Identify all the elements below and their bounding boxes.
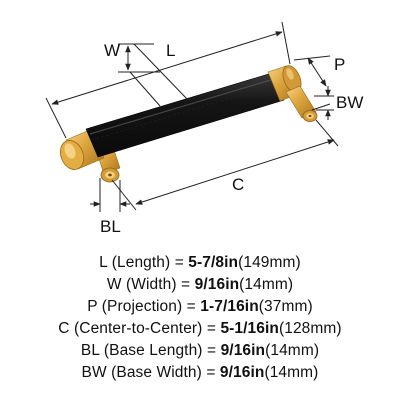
spec-line-base-width: BW (Base Width) = 9/16in(14mm)	[0, 362, 400, 384]
label-base-length: BL	[100, 217, 121, 236]
spec-desc: (Base Length)	[103, 342, 203, 359]
spec-line-projection: P (Projection) = 1-7/16in(37mm)	[0, 296, 400, 318]
length-extension-right	[281, 21, 291, 65]
spec-name: L	[99, 254, 108, 271]
spec-fraction: 5-7/8in	[188, 254, 239, 271]
spec-metric: (128mm)	[278, 320, 342, 337]
spec-equals: =	[174, 254, 184, 271]
spec-desc: (Center-to-Center)	[74, 320, 203, 337]
spec-metric: (14mm)	[264, 364, 319, 381]
spec-metric: (14mm)	[239, 276, 294, 293]
cabinet-pull-diagram: L W P BW C BL	[45, 21, 363, 236]
spec-desc: (Projection)	[101, 298, 183, 315]
spec-equals: =	[186, 298, 196, 315]
spec-metric: (14mm)	[265, 342, 320, 359]
spec-line-length: L (Length) = 5-7/8in(149mm)	[0, 252, 400, 274]
handle-illustration	[59, 65, 318, 183]
spec-fraction: 9/16in	[219, 364, 265, 381]
spec-desc: (Length)	[111, 254, 171, 271]
spec-equals: =	[206, 342, 217, 359]
spec-desc: (Base Width)	[111, 364, 202, 381]
length-dimension-line	[51, 31, 283, 105]
label-projection: P	[334, 55, 345, 74]
dimension-labels: L W P BW C BL	[100, 41, 363, 236]
spec-equals: =	[181, 276, 191, 293]
label-base-width: BW	[336, 93, 363, 112]
spec-name: BW	[81, 364, 107, 381]
spec-equals: =	[206, 320, 217, 337]
width-guide-line	[133, 43, 189, 101]
projection-extension-bottom	[311, 103, 331, 111]
spec-desc: (Width)	[125, 276, 177, 293]
spec-fraction: 9/16in	[194, 276, 240, 293]
spec-metric: (149mm)	[238, 254, 301, 271]
spec-line-center-to-center: C (Center-to-Center) = 5-1/16in(128mm)	[0, 318, 400, 340]
spec-line-width: W (Width) = 9/16in(14mm)	[0, 274, 400, 296]
center-dimension-line	[135, 139, 335, 205]
spec-equals: =	[206, 364, 216, 381]
label-center: C	[232, 175, 244, 194]
projection-extension-top	[293, 55, 331, 61]
label-width: W	[104, 41, 120, 60]
width-guide-line-2	[129, 71, 161, 107]
spec-name: P	[87, 298, 98, 315]
projection-dimension-line	[307, 57, 327, 87]
spec-metric: (37mm)	[258, 298, 313, 315]
spec-name: BL	[80, 342, 100, 359]
label-length: L	[166, 41, 175, 60]
length-extension-left	[45, 97, 67, 139]
center-extension-left	[111, 179, 137, 211]
spec-list: L (Length) = 5-7/8in(149mm) W (Width) = …	[0, 252, 400, 384]
dimension-lines	[45, 21, 339, 212]
spec-fraction: 5-1/16in	[220, 320, 279, 337]
spec-fraction: 1-7/16in	[200, 298, 259, 315]
spec-name: W	[106, 276, 122, 293]
spec-fraction: 9/16in	[220, 342, 266, 359]
right-standoff	[285, 85, 318, 122]
leather-bar	[85, 72, 285, 158]
spec-line-base-length: BL (Base Length) = 9/16in(14mm)	[0, 340, 400, 362]
spec-name: C	[58, 320, 70, 337]
